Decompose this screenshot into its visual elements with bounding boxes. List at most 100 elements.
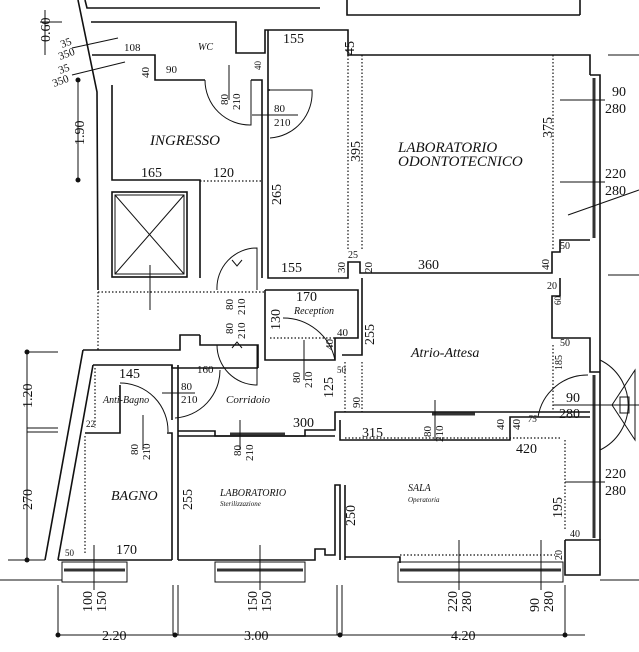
dimension-lines bbox=[8, 10, 639, 638]
svg-text:210: 210 bbox=[244, 444, 256, 461]
svg-text:210: 210 bbox=[181, 394, 198, 406]
svg-text:280: 280 bbox=[559, 407, 580, 422]
room-lab-odonto-line1: LABORATORIO bbox=[397, 140, 497, 156]
svg-text:90: 90 bbox=[528, 598, 543, 612]
dim: 75 bbox=[528, 414, 538, 424]
room-lab-odonto-line2: ODONTOTECNICO bbox=[398, 154, 523, 170]
dim: 350 bbox=[57, 46, 77, 63]
dim-overall: 1.20 bbox=[21, 384, 36, 409]
dimensions-vertical: 40 40 45 395 375 265 30 20 40 60 130 40 … bbox=[140, 41, 566, 560]
svg-text:150: 150 bbox=[260, 591, 275, 612]
dim: 120 bbox=[213, 166, 234, 181]
door-swings bbox=[119, 79, 639, 451]
dim-overall: 1.90 bbox=[73, 121, 88, 146]
dim: 255 bbox=[363, 324, 378, 345]
svg-text:210: 210 bbox=[274, 117, 291, 129]
dim: 40 bbox=[540, 259, 552, 271]
dim: 90 bbox=[166, 64, 178, 76]
svg-text:80: 80 bbox=[224, 323, 236, 335]
dim: 45 bbox=[343, 41, 358, 55]
dim: 22 bbox=[86, 419, 95, 429]
dim: 420 bbox=[516, 442, 537, 457]
dim: 40 bbox=[337, 327, 349, 339]
dim: 90 bbox=[351, 397, 363, 409]
dim-overall: 270 bbox=[21, 489, 36, 510]
svg-text:210: 210 bbox=[236, 322, 248, 339]
svg-text:210: 210 bbox=[141, 443, 153, 460]
svg-text:210: 210 bbox=[434, 425, 446, 442]
dim-overall: 0.60 bbox=[39, 18, 54, 43]
overall-dimensions: 0.60 1.90 1.20 270 2.20 3.00 4.20 bbox=[21, 18, 476, 645]
dim: 265 bbox=[270, 184, 285, 205]
dim-overall: 3.00 bbox=[244, 629, 269, 644]
dim: 35 bbox=[59, 36, 74, 51]
dim: 50 bbox=[65, 548, 75, 558]
svg-text:100: 100 bbox=[81, 591, 96, 612]
walls bbox=[0, 0, 639, 583]
dim: 125 bbox=[322, 377, 337, 398]
dim: 40 bbox=[495, 419, 507, 431]
svg-text:80: 80 bbox=[274, 103, 286, 115]
dim: 130 bbox=[269, 309, 284, 330]
dim: 50 bbox=[560, 241, 570, 252]
dim: 315 bbox=[362, 426, 383, 441]
dim: 40 bbox=[511, 419, 523, 431]
dim: 20 bbox=[363, 262, 375, 274]
room-corridoio: Corridoio bbox=[226, 394, 271, 406]
room-bagno: BAGNO bbox=[111, 489, 158, 504]
room-labels: WC INGRESSO LABORATORIO ODONTOTECNICO Re… bbox=[102, 42, 523, 508]
dim: 35 bbox=[57, 62, 72, 77]
room-lab-steril-line2: Sterilizzazione bbox=[220, 500, 261, 508]
room-reception: Reception bbox=[293, 306, 334, 317]
svg-text:150: 150 bbox=[246, 591, 261, 612]
svg-text:220: 220 bbox=[446, 591, 461, 612]
svg-text:80: 80 bbox=[181, 381, 193, 393]
dim: 30 bbox=[336, 262, 348, 274]
dimensions-horizontal: 108 90 155 165 120 155 360 170 40 145 16… bbox=[51, 32, 580, 558]
dim: 108 bbox=[124, 42, 141, 54]
dim: 155 bbox=[283, 32, 304, 47]
svg-text:80: 80 bbox=[224, 299, 236, 311]
room-anti-bagno: Anti-Bagno bbox=[102, 395, 149, 406]
dim: 50 bbox=[560, 338, 570, 349]
svg-text:280: 280 bbox=[460, 591, 475, 612]
svg-text:80: 80 bbox=[129, 444, 141, 456]
room-sala-line1: SALA bbox=[408, 483, 432, 494]
dim: 40 bbox=[324, 339, 336, 351]
dim: 160 bbox=[197, 364, 214, 376]
dim: 185 bbox=[554, 355, 565, 370]
dim: 250 bbox=[344, 505, 359, 526]
svg-text:280: 280 bbox=[605, 102, 626, 117]
entrance-arrow-icon bbox=[611, 368, 636, 442]
dim: 20 bbox=[547, 281, 557, 292]
svg-text:90: 90 bbox=[612, 85, 626, 100]
dim: 395 bbox=[349, 141, 364, 162]
dim: 170 bbox=[116, 543, 137, 558]
dim: 350 bbox=[51, 73, 71, 90]
dim: 155 bbox=[281, 261, 302, 276]
svg-text:80: 80 bbox=[219, 94, 231, 106]
bottom-windows bbox=[61, 561, 564, 583]
svg-text:90: 90 bbox=[566, 391, 580, 406]
svg-text:210: 210 bbox=[236, 298, 248, 315]
dim: 360 bbox=[418, 258, 439, 273]
dim: 375 bbox=[541, 117, 556, 138]
svg-text:210: 210 bbox=[303, 371, 315, 388]
